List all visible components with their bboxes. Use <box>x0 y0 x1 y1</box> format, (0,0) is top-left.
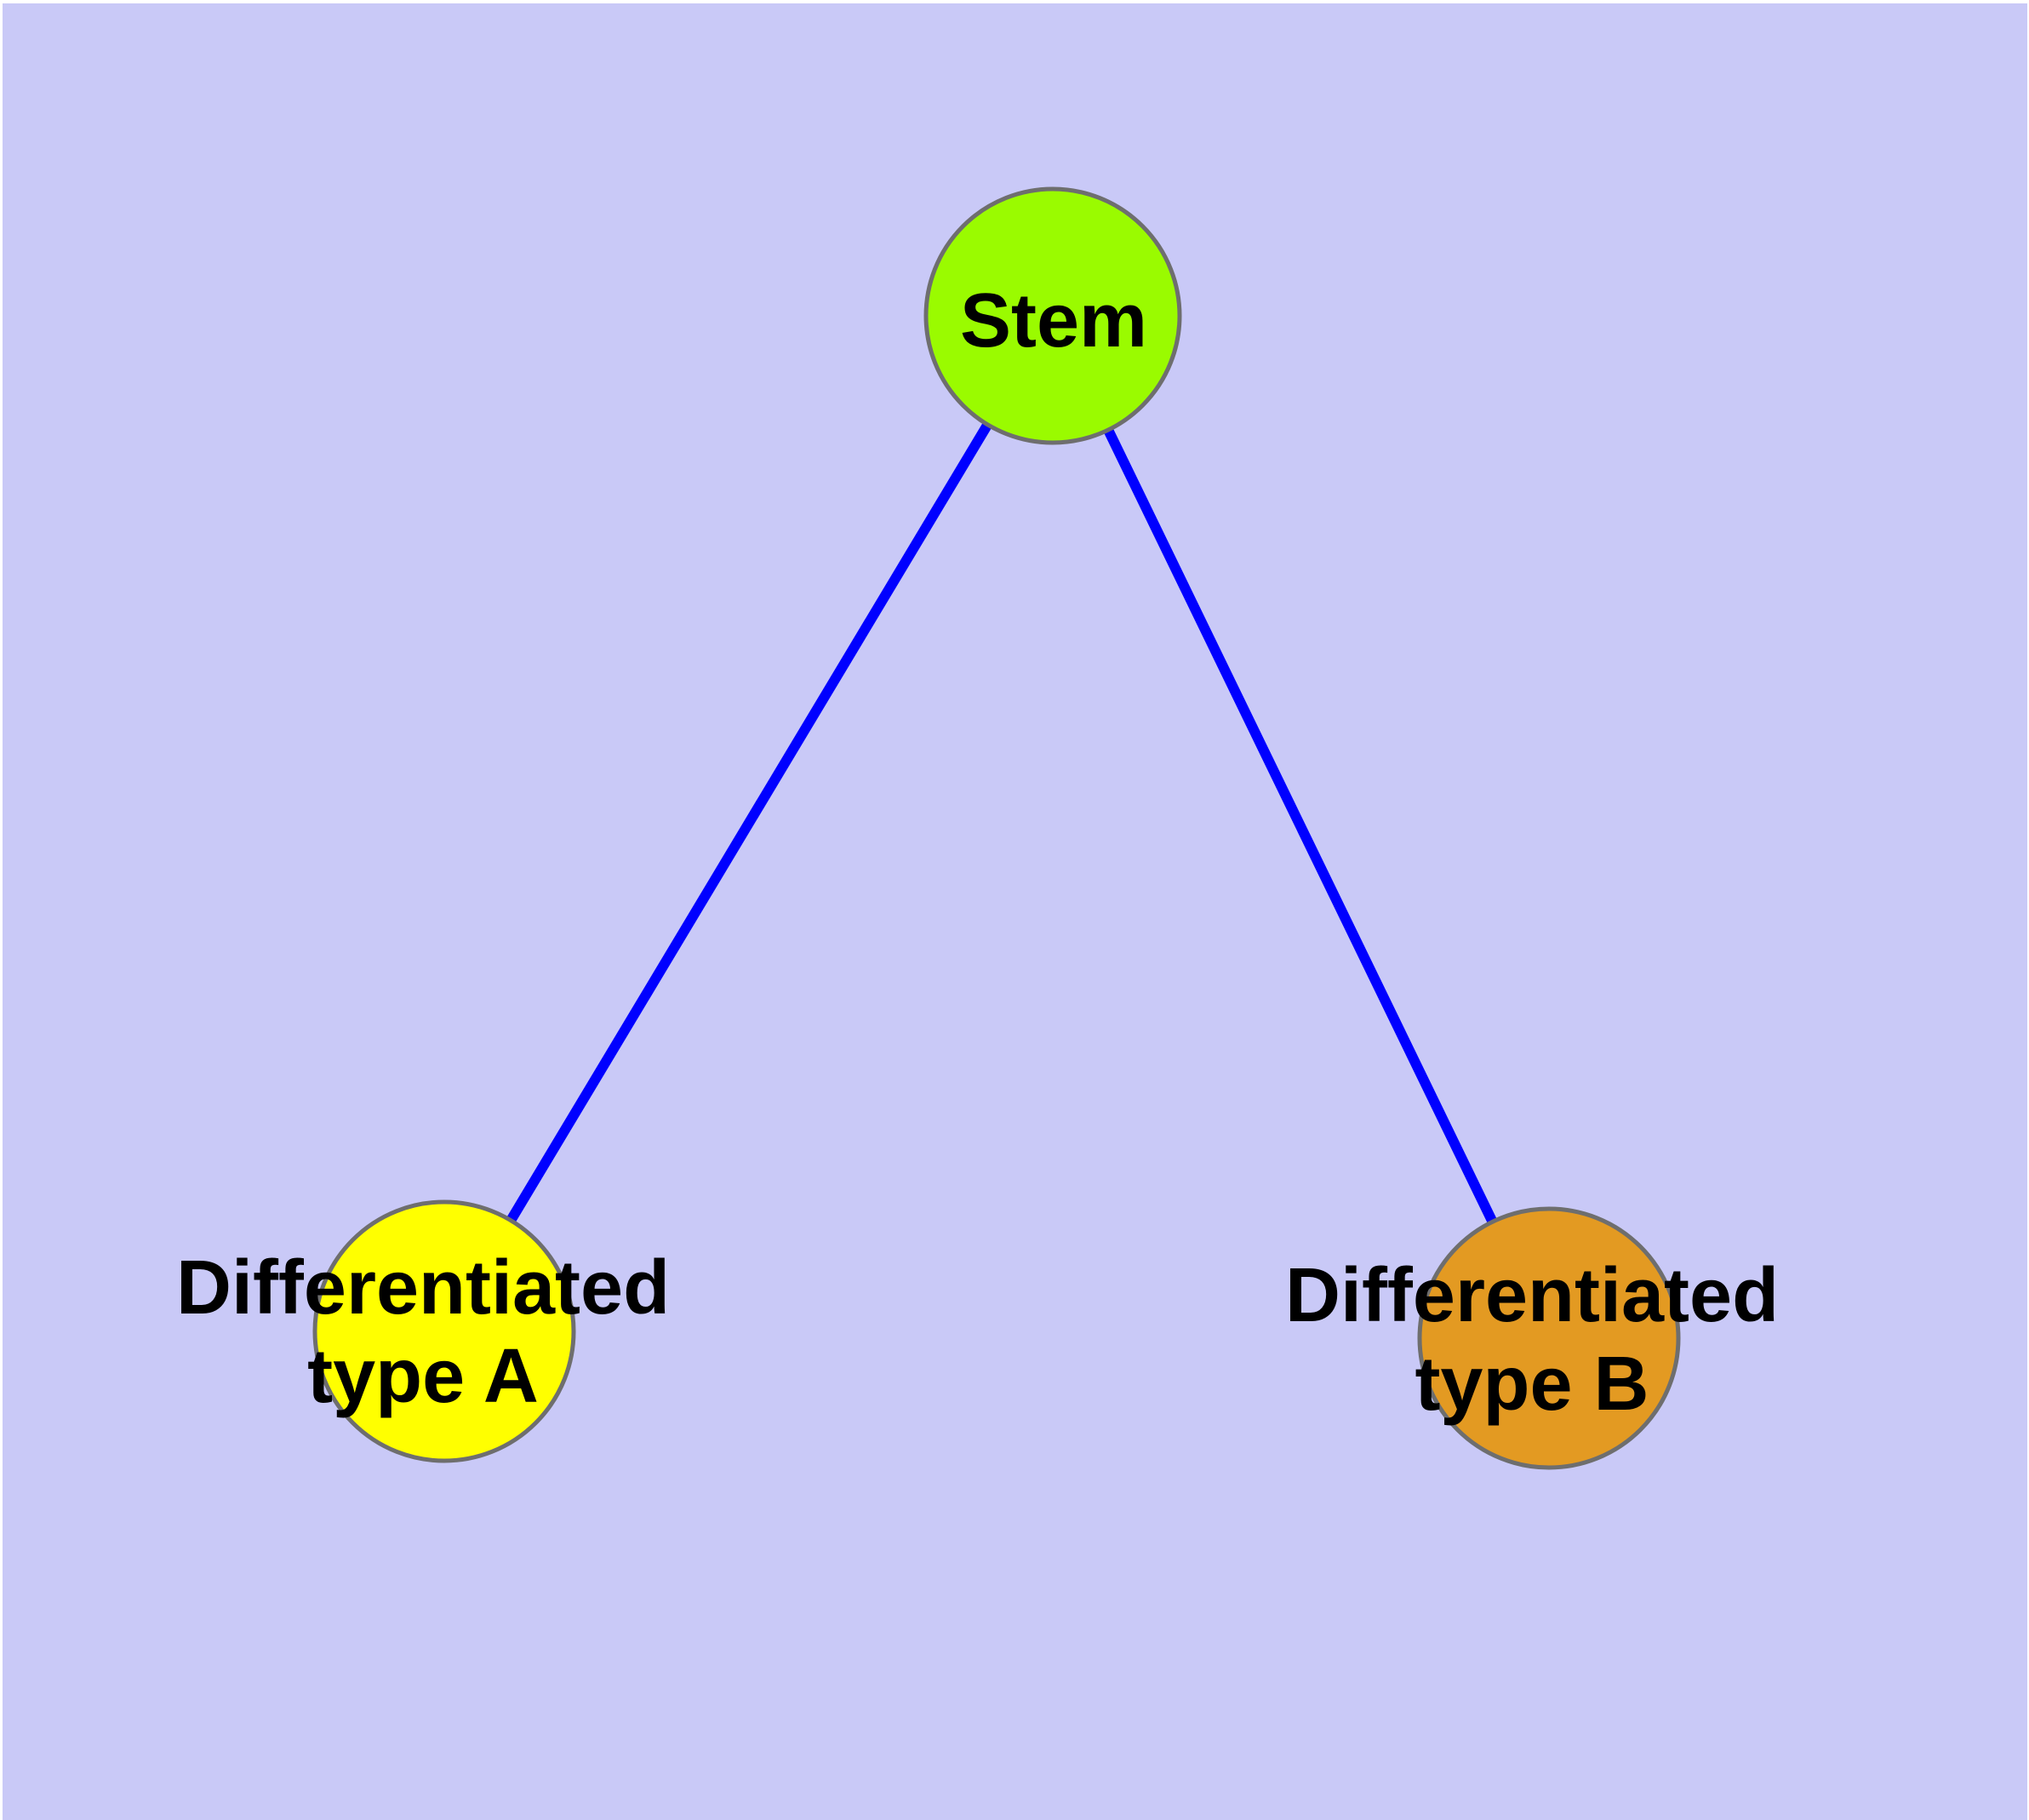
node-differentiated-type-b-label-line2: type B <box>1415 1342 1649 1427</box>
edge-stem-to-type-a <box>439 312 1058 1335</box>
node-differentiated-type-b-label-line1: Differentiated <box>1284 1253 1780 1338</box>
node-stem-label: Stem <box>959 278 1148 363</box>
node-differentiated-type-b-circle[interactable] <box>1417 1206 1681 1470</box>
node-differentiated-type-a-label-line1: Differentiated <box>175 1245 671 1331</box>
edge-stem-to-type-b <box>1048 313 1554 1341</box>
node-differentiated-type-b-label: Differentiated type B <box>1285 1251 1779 1428</box>
node-differentiated-type-a-circle[interactable] <box>312 1199 576 1463</box>
node-differentiated-type-a-label-line2: type A <box>307 1334 539 1419</box>
node-differentiated-type-a-label: Differentiated type A <box>176 1244 670 1421</box>
node-stem-circle[interactable] <box>923 186 1182 445</box>
